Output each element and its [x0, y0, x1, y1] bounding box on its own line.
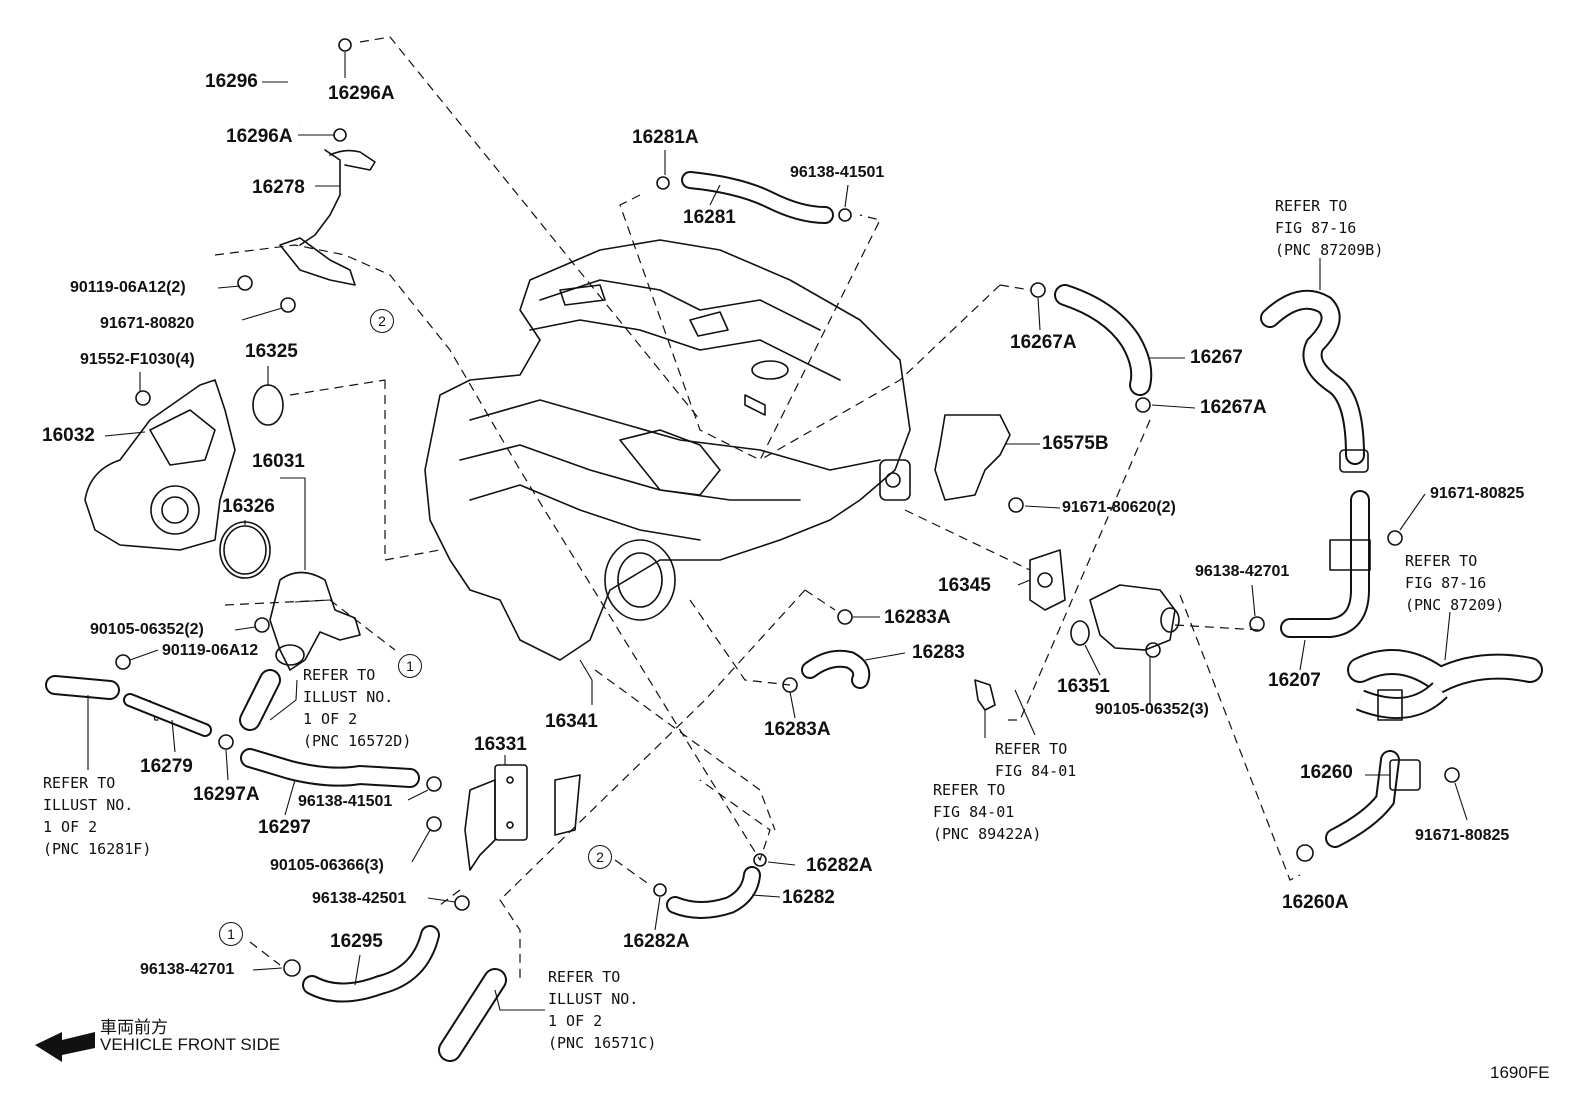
label-91552-F1030-4: 91552-F1030(4) — [80, 351, 195, 368]
label-16345: 16345 — [938, 575, 991, 596]
label-90119-06A12-2: 90119-06A12(2) — [70, 279, 186, 296]
note-refer-16572D: REFER TO ILLUST NO. 1 OF 2 (PNC 16572D) — [303, 666, 412, 750]
label-16031: 16031 — [252, 451, 305, 472]
label-16032: 16032 — [42, 425, 95, 446]
front-label-jp: 車両前方 — [100, 1018, 168, 1037]
note-refer-87-16-87209: REFER TO FIG 87-16 (PNC 87209) — [1405, 552, 1505, 614]
label-16283: 16283 — [912, 642, 965, 663]
reference-circle-1-bottom: 1 — [219, 922, 243, 946]
label-96138-42701-right: 96138-42701 — [1195, 563, 1290, 580]
label-16351: 16351 — [1057, 676, 1110, 697]
label-16296A-top: 16296A — [328, 83, 395, 104]
label-96138-42701-low: 96138-42701 — [140, 961, 235, 978]
label-16207: 16207 — [1268, 670, 1321, 691]
label-16260: 16260 — [1300, 762, 1353, 783]
label-16282A-a: 16282A — [806, 855, 873, 876]
label-16283A-a: 16283A — [884, 607, 951, 628]
fasteners — [115, 38, 1460, 977]
label-16279: 16279 — [140, 756, 193, 777]
reference-circle-2-top: 2 — [370, 309, 394, 333]
front-arrow-icon — [35, 1032, 95, 1062]
label-16296: 16296 — [205, 71, 258, 92]
gasket-16341 — [554, 774, 581, 836]
label-16297: 16297 — [258, 817, 311, 838]
label-91671-80825-b: 91671-80825 — [1415, 827, 1510, 844]
label-16282A-b: 16282A — [623, 931, 690, 952]
label-90105-06366-3: 90105-06366(3) — [270, 857, 384, 874]
label-16331: 16331 — [474, 734, 527, 755]
label-16283A-b: 16283A — [764, 719, 831, 740]
leader-lines — [87, 52, 1468, 1011]
temperature-sensor — [974, 679, 996, 711]
label-91671-80825-a: 91671-80825 — [1430, 485, 1525, 502]
label-16260A: 16260A — [1282, 892, 1349, 913]
note-refer-16281F: REFER TO ILLUST NO. 1 OF 2 (PNC 16281F) — [43, 774, 152, 858]
label-96138-41501-top: 96138-41501 — [790, 164, 885, 181]
front-label-en: VEHICLE FRONT SIDE — [100, 1035, 281, 1054]
label-16575B: 16575B — [1042, 433, 1109, 454]
label-16267: 16267 — [1190, 347, 1243, 368]
label-16295: 16295 — [330, 931, 383, 952]
hoses — [45, 38, 1543, 1062]
gasket-16345 — [1029, 549, 1066, 611]
label-16326: 16326 — [222, 496, 275, 517]
label-16267A-a: 16267A — [1010, 332, 1077, 353]
reference-circle-2-bottom: 2 — [588, 845, 612, 869]
note-refer-16571C: REFER TO ILLUST NO. 1 OF 2 (PNC 16571C) — [548, 968, 657, 1052]
label-16325: 16325 — [245, 341, 298, 362]
label-16281A: 16281A — [632, 127, 699, 148]
note-refer-87-16-87209B: REFER TO FIG 87-16 (PNC 87209B) — [1275, 197, 1384, 259]
gasket-16325 — [252, 384, 284, 426]
label-16341: 16341 — [545, 711, 598, 732]
label-16282: 16282 — [782, 887, 835, 908]
engine-block — [424, 239, 911, 661]
label-90105-06352-2: 90105-06352(2) — [90, 621, 204, 638]
label-16267A-b: 16267A — [1200, 397, 1267, 418]
reference-circle-1-mid: 1 — [398, 654, 422, 678]
note-refer-84-01-a: REFER TO FIG 84-01 — [995, 740, 1077, 780]
water-outlet-16351 — [1070, 584, 1180, 651]
bracket-16575B — [934, 414, 1011, 501]
label-16296A-mid: 16296A — [226, 126, 293, 147]
note-refer-84-01-b: REFER TO FIG 84-01 (PNC 89422A) — [933, 781, 1042, 843]
pipe-16278 — [299, 149, 341, 246]
label-16278: 16278 — [252, 177, 305, 198]
label-96138-42501: 96138-42501 — [312, 890, 407, 907]
figure-id: 1690FE — [1490, 1063, 1550, 1082]
label-90119-06A12: 90119-06A12 — [162, 642, 259, 659]
label-90105-06352-3: 90105-06352(3) — [1095, 701, 1209, 718]
water-pump-16032 — [84, 379, 236, 551]
thermostat-16331 — [464, 764, 528, 871]
assembly-boundaries — [149, 36, 1301, 980]
o-ring-16326 — [219, 521, 271, 579]
label-16281: 16281 — [683, 207, 736, 228]
label-16297A: 16297A — [193, 784, 260, 805]
water-inlet-16031 — [269, 571, 361, 671]
label-91671-80620-2: 91671-80620(2) — [1062, 499, 1176, 516]
label-91671-80820: 91671-80820 — [100, 315, 195, 332]
label-96138-41501-low: 96138-41501 — [298, 793, 393, 810]
